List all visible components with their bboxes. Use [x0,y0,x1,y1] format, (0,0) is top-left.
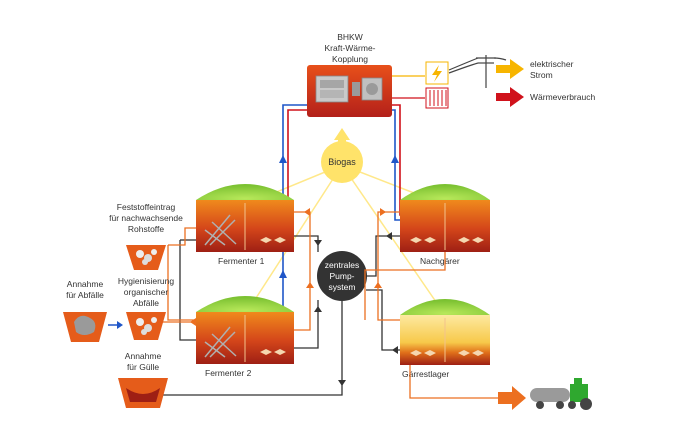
hygienisierung-hopper [126,312,166,340]
nachgaerer [400,184,490,252]
bhkw-unit [307,65,392,117]
gaerrestlager-label: Gärrestlager [402,369,449,379]
gaerrestlager [400,299,490,365]
fermenter-2 [196,296,294,364]
lightning-icon [425,61,449,85]
abfaelle-hopper [63,312,107,342]
annahme-abfaelle-label-2: für Abfälle [66,290,104,300]
legend-electric-label-2: Strom [530,70,553,80]
legend-heat-arrow [496,87,524,107]
feststoff-label-2: für nachwachsende [109,213,183,223]
output-arrow [498,386,526,410]
tractor-icon [530,378,592,410]
annahme-abfaelle-label-1: Annahme [67,279,104,289]
substrate-flow-arrows [190,208,398,386]
legend-electric-arrow [496,59,524,79]
power-pole-icon [448,55,507,88]
bhkw-output-lines [392,75,425,99]
hygienisierung-label-1: Hygienisierung [118,276,174,286]
feststoff-label-1: Feststoffeintrag [117,202,176,212]
pump-label-3: system [329,282,356,292]
annahme-guelle-label-1: Annahme [125,351,162,361]
pump-label-2: Pump- [329,271,354,281]
legend: elektrischer Strom Wärmeverbrauch [496,59,595,107]
legend-electric-label-1: elektrischer [530,59,574,69]
feststoff-hopper [126,245,166,270]
guelle-hopper [118,378,168,408]
hygienisierung-label-2: organischer [124,287,169,297]
hygienisierung-label-3: Abfälle [133,298,159,308]
feststoff-label-3: Rohstoffe [128,224,165,234]
annahme-guelle-label-2: für Gülle [127,362,159,372]
radiator-icon [425,87,449,109]
fermenter-1-label: Fermenter 1 [218,256,265,266]
bhkw-subtitle-2: Kopplung [332,54,368,64]
bhkw-title: BHKW [337,32,363,42]
legend-heat-label: Wärmeverbrauch [530,92,595,102]
fermenter-2-label: Fermenter 2 [205,368,252,378]
nachgaerer-label: Nachgärer [420,256,460,266]
bhkw-subtitle-1: Kraft-Wärme- [325,43,376,53]
fermenter-1 [196,184,294,252]
pump-system-node [317,251,367,301]
pump-label-1: zentrales [325,260,360,270]
bhkw-label: BHKW Kraft-Wärme- Kopplung [325,32,376,64]
heat-flow-arrows [279,155,399,278]
biogas-label: Biogas [328,157,356,167]
biogas-node [321,141,363,183]
